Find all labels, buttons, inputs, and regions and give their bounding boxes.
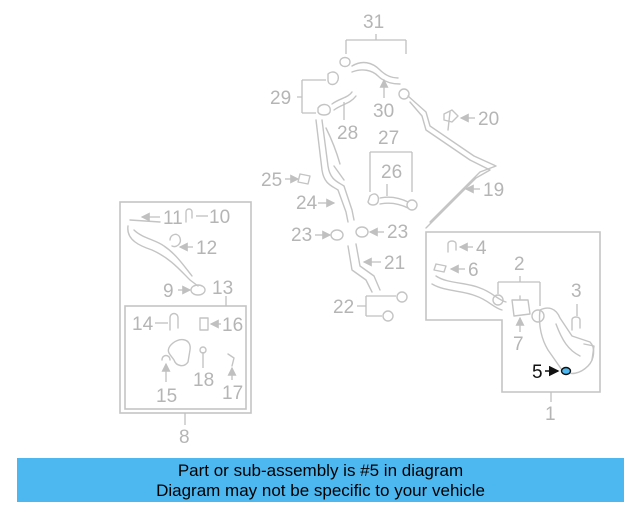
banner-line-1: Part or sub-assembly is #5 in diagram <box>177 461 464 480</box>
label-11: 11 <box>163 208 183 229</box>
label-10: 10 <box>209 207 230 228</box>
info-banner: Part or sub-assembly is #5 in diagram Di… <box>17 458 624 502</box>
label-3: 3 <box>571 281 582 302</box>
label-31: 31 <box>363 12 384 33</box>
label-25: 25 <box>261 170 282 191</box>
label-4: 4 <box>476 238 487 259</box>
label-23-right: 23 <box>387 222 408 243</box>
label-8: 8 <box>179 427 190 448</box>
label-2: 2 <box>514 254 525 275</box>
label-17: 17 <box>222 383 243 404</box>
label-24: 24 <box>296 193 318 214</box>
label-21: 21 <box>384 253 405 274</box>
label-26: 26 <box>381 162 402 183</box>
label-13: 13 <box>212 278 233 299</box>
banner-line-2: Diagram may not be specific to your vehi… <box>156 481 485 500</box>
label-23-left: 23 <box>291 225 312 246</box>
parts-diagram: 11 10 12 9 13 14 16 15 18 17 8 31 29 30 … <box>119 12 601 448</box>
label-28: 28 <box>337 123 358 144</box>
assembly-1-box <box>425 231 601 393</box>
label-27: 27 <box>378 128 399 149</box>
label-1: 1 <box>545 404 556 425</box>
label-5: 5 <box>532 362 543 383</box>
assembly-13-box <box>124 305 247 410</box>
label-14: 14 <box>132 314 154 335</box>
label-12: 12 <box>196 238 217 259</box>
label-15: 15 <box>156 386 177 407</box>
label-9: 9 <box>163 281 174 302</box>
label-22: 22 <box>333 297 354 318</box>
label-7: 7 <box>513 334 524 355</box>
label-6: 6 <box>468 260 479 281</box>
label-20: 20 <box>478 109 499 130</box>
label-29: 29 <box>270 88 291 109</box>
hose-11 <box>127 219 199 287</box>
label-19: 19 <box>483 180 504 201</box>
part-5-o-ring[interactable] <box>560 366 572 376</box>
label-30: 30 <box>373 101 394 122</box>
label-16: 16 <box>222 315 243 336</box>
label-18: 18 <box>193 370 214 391</box>
